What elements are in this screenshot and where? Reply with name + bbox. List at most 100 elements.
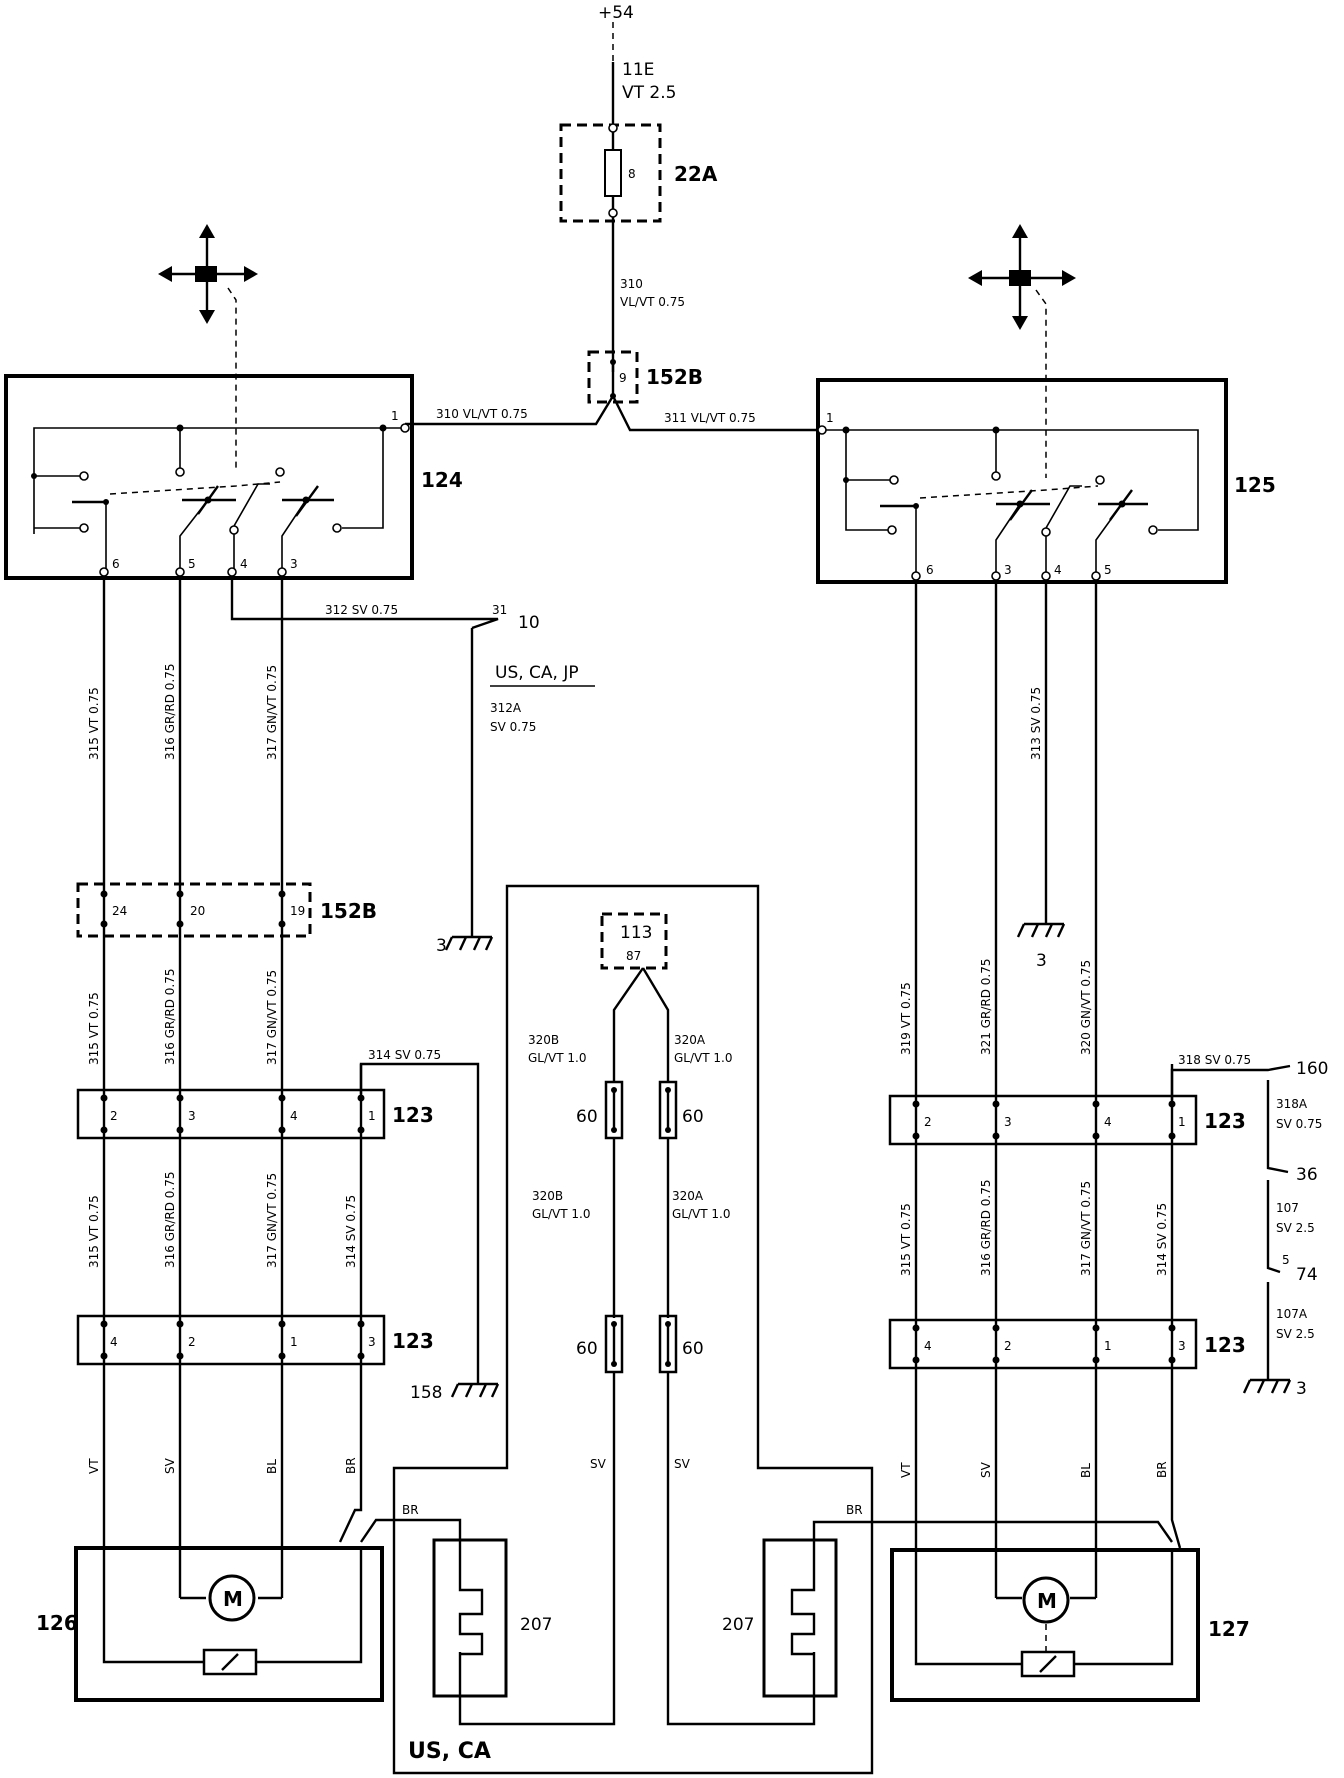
- connector-123-left-b-pin: 2: [188, 1335, 196, 1349]
- connector-123-right-a-pin: 2: [924, 1115, 932, 1129]
- switch-left-pin: 3: [290, 557, 298, 571]
- ground-left-ref: 10: [518, 613, 540, 633]
- left-wire-labels-lower: 315 VT 0.75 316 GR/RD 0.75 317 GN/VT 0.7…: [87, 1171, 358, 1268]
- connector-123-left-b-label: 123: [392, 1329, 434, 1353]
- left-wire-314: 314 SV 0.75: [368, 1048, 441, 1062]
- right-color-label: VT: [899, 1462, 913, 1478]
- supply-terminal-label: +54: [598, 3, 634, 23]
- mirror-right-motor-icon: M: [1037, 1589, 1057, 1613]
- w107A-id: 107A: [1276, 1307, 1308, 1321]
- connector-60-label: 60: [576, 1107, 598, 1127]
- connector-123-left-a-label: 123: [392, 1103, 434, 1127]
- left-wire-label: 317 GN/VT 0.75: [265, 1173, 279, 1268]
- switch-left-pin: 6: [112, 557, 120, 571]
- connector-123-right-b-pin: 4: [924, 1339, 932, 1353]
- right-wire-label-313: 313 SV 0.75: [1029, 687, 1043, 760]
- connector-152B-left-pin: 19: [290, 904, 305, 918]
- left-color-label: BR: [344, 1457, 358, 1474]
- switch-right-pin: 4: [1054, 563, 1062, 577]
- right-wire-label: 314 SV 0.75: [1155, 1203, 1169, 1276]
- switch-left-pins: 6 5 4 3: [99, 557, 298, 577]
- heater-wire-labels-mid: 320B GL/VT 1.0 320A GL/VT 1.0: [532, 1189, 730, 1221]
- right-color-label: BR: [1155, 1461, 1169, 1478]
- left-color-labels: VT SV BL BR: [87, 1457, 358, 1474]
- connector-123-right-a: 2 3 4 1 123: [888, 1094, 1246, 1146]
- fuse-22A: 8 22A: [559, 123, 718, 223]
- connector-60-label: 60: [682, 1107, 704, 1127]
- relay-113: 113 87: [600, 912, 670, 1082]
- left-wire-labels-mid: 315 VT 0.75 316 GR/RD 0.75 317 GN/VT 0.7…: [87, 968, 279, 1065]
- mirror-right-label: 127: [1208, 1617, 1250, 1641]
- ground-left-region: US, CA, JP: [495, 663, 579, 683]
- right-wire-bundle: [914, 580, 1182, 1598]
- switch-left-pin: 4: [240, 557, 248, 571]
- w320B-id: 320B: [528, 1033, 559, 1047]
- supply-wire-id: 11E: [622, 60, 654, 80]
- switch-right-pin-in: 1: [826, 411, 834, 425]
- fuse-pin: 8: [628, 167, 636, 181]
- mirror-switch-right-label: 125: [1234, 473, 1276, 497]
- left-wire-label: 316 GR/RD 0.75: [163, 1171, 177, 1268]
- right-ground-chain: 318A SV 0.75 36 107 SV 2.5 5 74 107A SV …: [1242, 1080, 1322, 1399]
- mirror-left: 126 M: [36, 1542, 384, 1702]
- left-wire-label: 315 VT 0.75: [87, 992, 101, 1065]
- relay-pin: 87: [626, 949, 641, 963]
- feed-wire-spec: VL/VT 0.75: [620, 295, 685, 309]
- ground-left-pin: 31: [492, 603, 507, 617]
- connector-152B-left: 24 20 19 152B: [76, 882, 377, 938]
- heater-right-label: 207: [722, 1615, 754, 1635]
- connector-123-right-a-label: 123: [1204, 1109, 1246, 1133]
- right-wire-label: 316 GR/RD 0.75: [979, 1179, 993, 1276]
- connector-152B-left-label: 152B: [320, 899, 377, 923]
- connector-123-left-b-pin: 4: [110, 1335, 118, 1349]
- left-wire-label: 317 GN/VT 0.75: [265, 665, 279, 760]
- mirror-switch-right: 125 1: [816, 378, 1276, 584]
- connector-123-left-b-pin: 1: [290, 1335, 298, 1349]
- connector-123-right-b: 4 2 1 3 123: [888, 1318, 1246, 1370]
- w320B-id-2: 320B: [532, 1189, 563, 1203]
- connectors-60-lower: 60 60: [576, 1314, 704, 1374]
- relay-label: 113: [620, 923, 652, 943]
- left-wire-label: 315 VT 0.75: [87, 687, 101, 760]
- w107-spec: SV 2.5: [1276, 1221, 1315, 1235]
- left-color-label: BL: [265, 1459, 279, 1474]
- connector-123-right-b-label: 123: [1204, 1333, 1246, 1357]
- w107-id: 107: [1276, 1201, 1299, 1215]
- mirror-right: 127 M: [890, 1542, 1250, 1702]
- br-left-label: BR: [402, 1503, 419, 1517]
- right-wire-labels-mid: 319 VT 0.75 321 GR/RD 0.75 320 GN/VT 0.7…: [899, 958, 1093, 1055]
- heater-left-label: 207: [520, 1615, 552, 1635]
- connector-123-left-a-pin: 4: [290, 1109, 298, 1123]
- fuse-label: 22A: [674, 162, 718, 186]
- w318A-spec: SV 0.75: [1276, 1117, 1322, 1131]
- switch-right-pins: 6 3 4 5: [911, 563, 1112, 581]
- switch-right-pin: 6: [926, 563, 934, 577]
- ground-left-ground-ref: 3: [436, 936, 447, 956]
- w320B-spec-2: GL/VT 1.0: [532, 1207, 590, 1221]
- right-color-label: BL: [1079, 1463, 1093, 1478]
- ref-160: 160: [1296, 1059, 1328, 1079]
- connector-123-left-b: 4 2 1 3 123: [76, 1314, 434, 1366]
- left-wire-label: 317 GN/VT 0.75: [265, 970, 279, 1065]
- connector-123-right-a-pin: 3: [1004, 1115, 1012, 1129]
- left-wire-label: 315 VT 0.75: [87, 1195, 101, 1268]
- connector-60-label: 60: [576, 1339, 598, 1359]
- right-wire-label: 321 GR/RD 0.75: [979, 958, 993, 1055]
- connector-123-left-a: 2 3 4 1 123: [76, 1088, 434, 1140]
- left-color-label: SV: [163, 1457, 177, 1474]
- connector-123-right-a-pin: 4: [1104, 1115, 1112, 1129]
- supply-wire-spec: VT 2.5: [622, 83, 676, 103]
- left-feed-wire: 310 VL/VT 0.75: [436, 407, 528, 421]
- switch-left-pin-in: 1: [391, 409, 399, 423]
- connector-152B-left-pin: 24: [112, 904, 127, 918]
- ground-left-wire-id: 312A: [490, 701, 522, 715]
- ref-74: 74: [1296, 1265, 1318, 1285]
- heater-right: 207: [722, 1538, 838, 1698]
- connector-60-label: 60: [682, 1339, 704, 1359]
- left-wire-label: 316 GR/RD 0.75: [163, 663, 177, 760]
- switch-right-pin: 3: [1004, 563, 1012, 577]
- left-color-label: VT: [87, 1458, 101, 1474]
- connector-152B-top: 9 152B: [587, 350, 703, 404]
- mirror-left-label: 126: [36, 1611, 78, 1635]
- feed-wire-id: 310: [620, 277, 643, 291]
